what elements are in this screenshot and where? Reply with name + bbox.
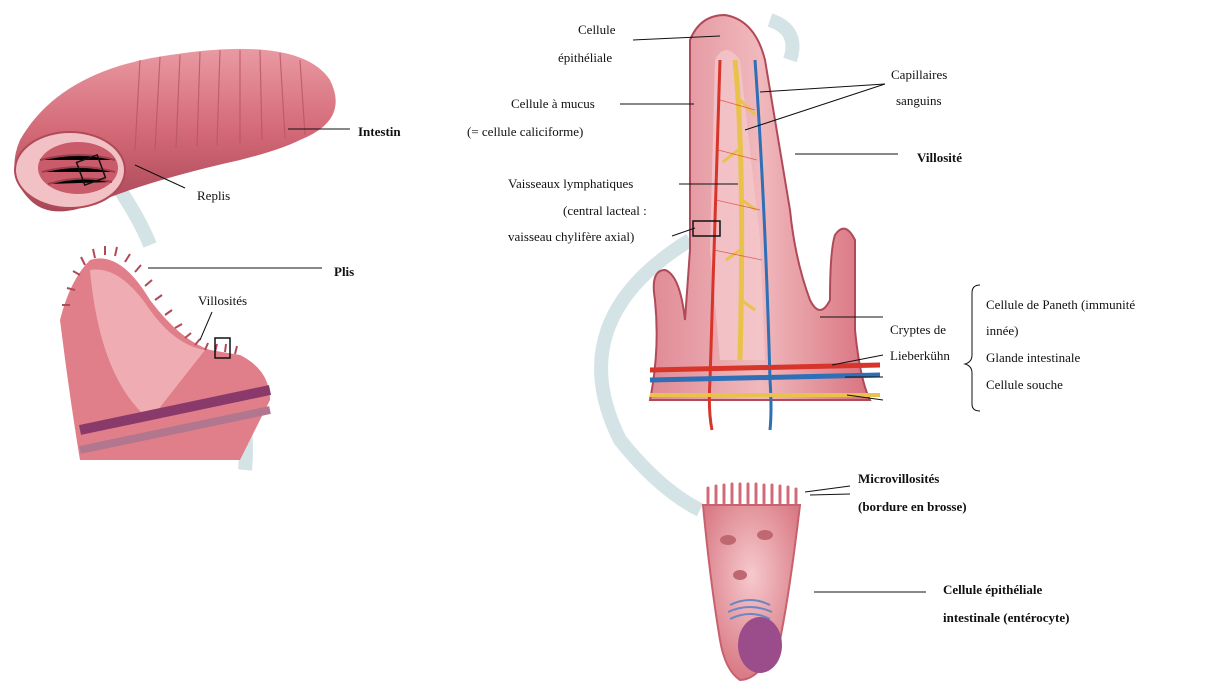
label-paneth-2: innée) <box>986 323 1018 339</box>
label-enterocyte-1: Cellule épithéliale <box>943 582 1042 598</box>
label-glande: Glande intestinale <box>986 350 1080 366</box>
label-cryptes-2: Lieberkühn <box>890 348 950 364</box>
label-paneth-1: Cellule de Paneth (immunité <box>986 297 1135 313</box>
label-cryptes-1: Cryptes de <box>890 322 946 338</box>
label-souche: Cellule souche <box>986 377 1063 393</box>
label-enterocyte-2: intestinale (entérocyte) <box>943 610 1069 626</box>
label-capillaires-2: sanguins <box>896 93 942 109</box>
label-microvillosites: Microvillosités <box>858 471 939 487</box>
label-caliciforme: (= cellule caliciforme) <box>467 124 583 140</box>
label-plis: Plis <box>334 264 354 280</box>
enterocyte-diagram <box>703 484 800 680</box>
label-cellule-mucus: Cellule à mucus <box>511 96 595 112</box>
label-villosite: Villosité <box>917 150 962 166</box>
label-replis: Replis <box>197 188 230 204</box>
label-central-lacteal: (central lacteal : <box>563 203 647 219</box>
label-bordure: (bordure en brosse) <box>858 499 967 515</box>
crypt-bracket <box>965 285 980 411</box>
label-villosites: Villosités <box>198 293 247 309</box>
label-intestin: Intestin <box>358 124 401 140</box>
fold-diagram <box>60 246 270 460</box>
label-chylifere: vaisseau chylifère axial) <box>508 229 634 245</box>
label-cellule-epitheliale-1: Cellule <box>578 22 616 38</box>
label-capillaires-1: Capillaires <box>891 67 947 83</box>
label-cellule-epitheliale-2: épithéliale <box>558 50 612 66</box>
intestine-tube <box>14 49 335 212</box>
label-vaisseaux-lymphatiques: Vaisseaux lymphatiques <box>508 176 633 192</box>
villus-diagram <box>650 15 880 430</box>
